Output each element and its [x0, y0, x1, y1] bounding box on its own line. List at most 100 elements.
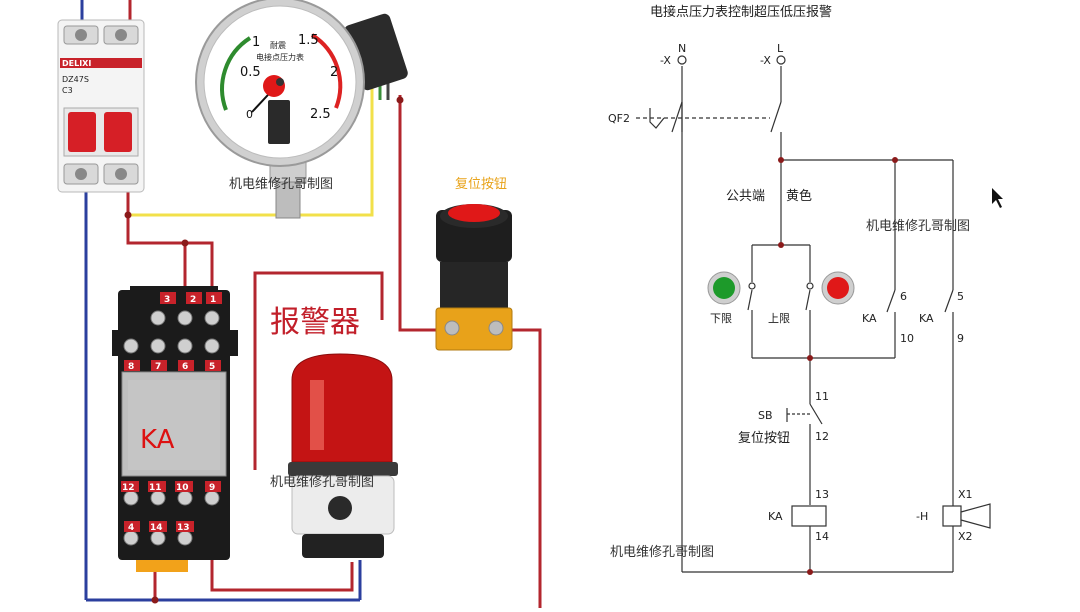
junction-dot: [151, 596, 159, 604]
coil-bottom: 14: [815, 530, 829, 543]
terminal-L-prefix: -X: [760, 54, 771, 67]
red-indicator-lamp: [821, 271, 855, 305]
ka-contact-1-top: 6: [900, 290, 907, 303]
breaker-brand: DELIXI: [62, 59, 91, 68]
terminal-3: 3: [164, 295, 170, 305]
terminal-14: 14: [150, 523, 163, 533]
terminal-N-prefix: -X: [660, 54, 671, 67]
reset-push-button[interactable]: [435, 204, 513, 351]
terminal-5: 5: [209, 362, 215, 372]
breaker-handle-right: [104, 112, 132, 152]
watermark-gauge: 机电维修孔哥制图: [229, 177, 333, 192]
junction-dot: [181, 239, 189, 247]
alarm-label: 报警器: [270, 305, 360, 340]
yellow-label: 黄色: [786, 188, 812, 204]
screw-icon: [444, 320, 460, 336]
terminal-8: 8: [128, 362, 134, 372]
horn-top: X1: [958, 488, 973, 501]
junction-dot: [807, 569, 813, 575]
high-limit-contact: [806, 282, 814, 290]
schematic-title: 电接点压力表控制超压低压报警: [650, 4, 832, 20]
green-arc: [220, 36, 252, 111]
ka-contact-1-bottom: 10: [900, 332, 914, 345]
alarm-beacon[interactable]: [288, 353, 398, 558]
qf2-blade-2: [770, 101, 782, 133]
terminal-6: 6: [182, 362, 188, 372]
pictorial-wiring: DELIXI DZ47S C3 0.5 1 1.5 2 2.5 0: [57, 0, 542, 608]
relay-tag: KA: [140, 425, 175, 455]
gauge-tick-0: 0: [246, 108, 253, 121]
relay-base[interactable]: KA 3 2 1 8 7: [112, 286, 238, 572]
horn-body: [942, 505, 962, 527]
watermark-schematic-top: 机电维修孔哥制图: [866, 219, 970, 234]
coil-tag: KA: [768, 510, 783, 523]
ka-contact-2-arm: [944, 289, 954, 313]
screw-icon: [75, 168, 87, 180]
circuit-breaker[interactable]: DELIXI DZ47S C3: [57, 19, 145, 193]
screw-icon: [115, 29, 127, 41]
terminal-11: 11: [149, 483, 162, 493]
sb-arm: [809, 403, 823, 425]
screw-icon: [75, 29, 87, 41]
reset-label: 复位按钮: [738, 431, 790, 446]
gauge-tick-1: 1: [252, 35, 260, 50]
gauge-face-line1: 耐震: [270, 40, 286, 50]
pictorial-junctions: [124, 96, 404, 604]
junction-dot: [396, 96, 404, 104]
terminal-13: 13: [177, 523, 190, 533]
terminal-12: 12: [122, 483, 135, 493]
terminal-L-label: L: [777, 42, 784, 55]
relay-bottom-terminals: 4 14 13: [124, 521, 194, 533]
junction-dot: [778, 157, 784, 163]
junction-dot: [778, 242, 784, 248]
ka-contact-1-tag: KA: [862, 312, 877, 325]
ka-contact-2-top: 5: [957, 290, 964, 303]
relay-mid-terminals: 8 7 6 5: [124, 360, 221, 372]
terminal-7: 7: [155, 362, 161, 372]
ka-coil: [791, 505, 827, 527]
terminal-N-circle: [677, 55, 687, 65]
low-limit-label: 下限: [710, 312, 732, 325]
schematic: [636, 55, 991, 573]
breaker-tag: QF2: [608, 112, 630, 125]
reset-tag: SB: [758, 409, 773, 422]
reset-button-label: 复位按钮: [455, 177, 507, 192]
alarm-buzzer-icon: [328, 496, 352, 520]
screw-icon: [488, 320, 504, 336]
high-limit-label: 上限: [768, 312, 790, 325]
breaker-model: DZ47S: [62, 75, 89, 84]
pressure-gauge[interactable]: 0.5 1 1.5 2 2.5 0 耐震 电接点压力表: [195, 0, 409, 219]
ka-contact-1-arm: [886, 289, 896, 313]
low-limit-contact: [748, 282, 756, 290]
terminal-L-circle: [776, 55, 786, 65]
terminal-9: 9: [209, 483, 215, 493]
junction-dot: [892, 157, 898, 163]
mouse-cursor-icon: [992, 188, 1003, 208]
junction-dot: [124, 211, 132, 219]
schematic-labels: 电接点压力表控制超压低压报警 N L -X -X QF2 公共端 黄色 下限 上…: [608, 4, 973, 560]
ka-contact-2-tag: KA: [919, 312, 934, 325]
green-indicator-lamp: [707, 271, 741, 305]
relay-top-terminals: 3 2 1: [160, 292, 222, 305]
terminal-N-label: N: [678, 42, 686, 55]
qf2-blade-1: [671, 101, 683, 133]
relay-clip: [136, 560, 188, 572]
common-label: 公共端: [726, 189, 765, 204]
high-limit-arm: [805, 289, 811, 311]
watermark-schematic-bottom: 机电维修孔哥制图: [610, 545, 714, 560]
gauge-contact-block: [268, 100, 290, 144]
low-limit-arm: [747, 289, 753, 311]
red-arc: [310, 33, 343, 109]
reset-button-cap: [448, 204, 500, 222]
coil-top: 13: [815, 488, 829, 501]
reset-bottom: 12: [815, 430, 829, 443]
horn-bottom: X2: [958, 530, 973, 543]
gauge-adjust-knob: [263, 75, 285, 97]
terminal-2: 2: [190, 295, 196, 305]
gauge-tick-05: 0.5: [240, 65, 261, 80]
terminal-10: 10: [176, 483, 189, 493]
breaker-rating: C3: [62, 86, 73, 95]
reset-top: 11: [815, 390, 829, 403]
